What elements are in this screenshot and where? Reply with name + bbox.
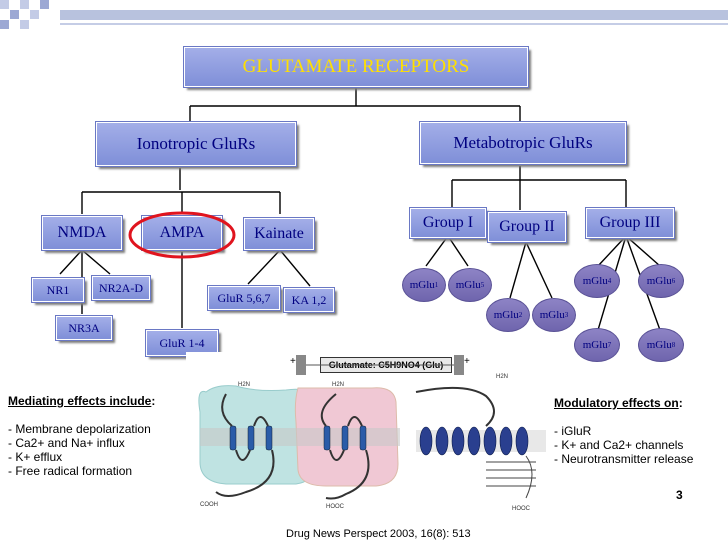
fig-plus-left: + xyxy=(290,356,296,367)
ka1-2-box: KA 1,2 xyxy=(283,287,335,313)
mediating-effects: Mediating effects include: - Membrane de… xyxy=(8,394,155,478)
ampa-box: AMPA xyxy=(141,215,223,251)
title-text: GLUTAMATE RECEPTORS xyxy=(242,56,470,77)
citation: Drug News Perspect 2003, 16(8): 513 xyxy=(286,528,471,540)
mediating-item: - Free radical formation xyxy=(8,464,133,478)
fig-h2n-1: H2N xyxy=(238,382,250,388)
mglu6-sub: 6 xyxy=(671,277,676,285)
mglu8-name: mGlu xyxy=(646,339,672,351)
ionotropic-box: Ionotropic GluRs xyxy=(95,121,297,167)
fig-h2n-3: H2N xyxy=(496,374,508,380)
mglu4-name: mGlu xyxy=(582,275,608,287)
metabotropic-label: Metabotropic GluRs xyxy=(453,133,593,152)
page-number: 3 xyxy=(676,488,683,502)
mglu6-name: mGlu xyxy=(646,275,672,287)
mglu7-name: mGlu xyxy=(582,339,608,351)
mglu7-sub: 7 xyxy=(607,341,612,349)
mglu3-name: mGlu xyxy=(539,309,565,321)
nr2a-d-label: NR2A-D xyxy=(99,280,143,295)
mglu2-name: mGlu xyxy=(493,309,519,321)
nmda-box: NMDA xyxy=(41,215,123,251)
mglu8-sub: 8 xyxy=(671,341,676,349)
modulatory-effects: Modulatory effects on: - iGluR - K+ and … xyxy=(554,396,693,466)
mediating-item: - K+ efflux xyxy=(8,450,63,464)
glur5-6-7-label: GluR 5,6,7 xyxy=(217,290,271,305)
nr3a-box: NR3A xyxy=(55,315,113,341)
mglu5-sub: 5 xyxy=(480,281,485,289)
mglu3-sub: 3 xyxy=(564,311,569,319)
group-i-label: Group I xyxy=(422,214,474,231)
kainate-box: Kainate xyxy=(243,217,315,251)
nr1-box: NR1 xyxy=(31,277,85,303)
mediating-item: - Membrane depolarization xyxy=(8,422,151,436)
mglu4-sub: 4 xyxy=(607,277,612,285)
receptor-illustration: + + H2N H2N COOH HOOC xyxy=(198,355,546,512)
mglu5-name: mGlu xyxy=(455,279,481,291)
title-box: GLUTAMATE RECEPTORS xyxy=(183,46,529,88)
modulatory-heading: Modulatory effects on xyxy=(554,396,679,410)
receptor-structure-figure: Glutamate: C5H9NO4 (Glu) + + xyxy=(186,352,548,518)
glur1-4-box: GluR 1-4 xyxy=(145,329,219,357)
ampa-label: AMPA xyxy=(159,224,205,241)
nr3a-label: NR3A xyxy=(68,320,100,335)
ionotropic-label: Ionotropic GluRs xyxy=(136,134,256,153)
metabotropic-box: Metabotropic GluRs xyxy=(419,121,627,165)
glur1-4-label: GluR 1-4 xyxy=(159,335,205,350)
mediating-heading: Mediating effects include xyxy=(8,394,152,408)
corner-decoration xyxy=(0,0,49,29)
modulatory-item: - iGluR xyxy=(554,424,592,438)
group-ii-label: Group II xyxy=(499,218,555,235)
fig-hooc-2: HOOC xyxy=(512,506,531,512)
group-iii-label: Group III xyxy=(599,214,661,231)
fig-cooh-1: COOH xyxy=(200,502,218,508)
kainate-label: Kainate xyxy=(254,225,304,242)
nmda-label: NMDA xyxy=(57,224,107,241)
modulatory-item: - Neurotransmitter release xyxy=(554,452,694,466)
glur5-6-7-box: GluR 5,6,7 xyxy=(207,285,281,311)
header-bar xyxy=(60,10,728,20)
group-ii-box: Group II xyxy=(487,211,567,243)
group-i-box: Group I xyxy=(409,207,487,239)
modulatory-heading-suffix: : xyxy=(678,396,683,410)
modulatory-item: - K+ and Ca2+ channels xyxy=(554,438,684,452)
fig-hooc-1: HOOC xyxy=(326,504,345,510)
nr1-label: NR1 xyxy=(46,282,70,297)
mediating-heading-suffix: : xyxy=(151,394,156,408)
group-iii-box: Group III xyxy=(585,207,675,239)
header-line xyxy=(60,23,728,25)
fig-h2n-2: H2N xyxy=(332,382,344,388)
mglu2-sub: 2 xyxy=(518,311,523,319)
mglu1-sub: 1 xyxy=(434,281,439,289)
nr2a-d-box: NR2A-D xyxy=(91,275,151,301)
mediating-item: - Ca2+ and Na+ influx xyxy=(8,436,125,450)
ka1-2-label: KA 1,2 xyxy=(291,292,327,307)
mglu1-name: mGlu xyxy=(409,279,435,291)
fig-plus-right: + xyxy=(464,356,470,367)
